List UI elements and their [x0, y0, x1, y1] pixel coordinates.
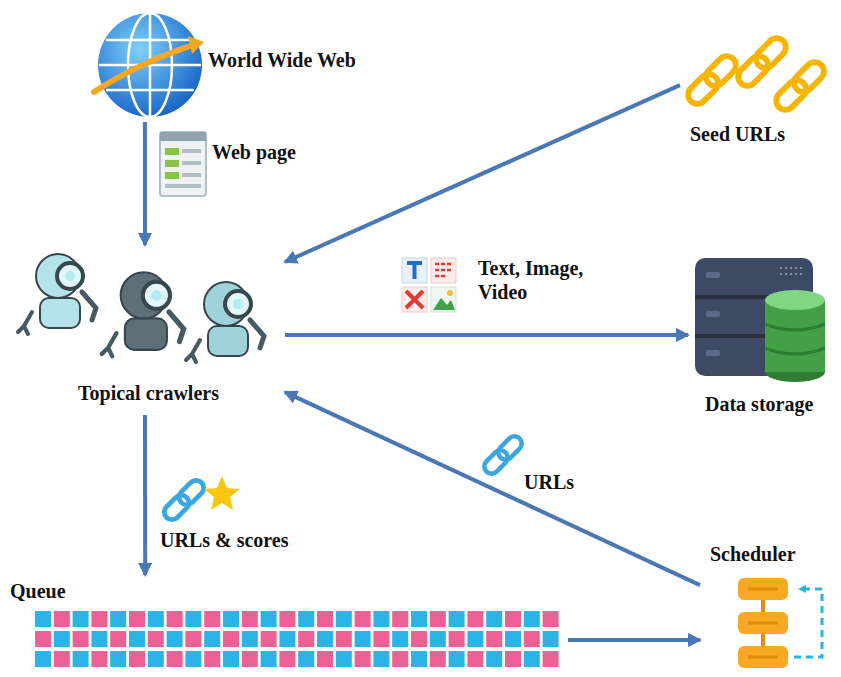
scheduler-box: Scheduler	[700, 538, 838, 674]
edge-label: URLs & scores	[158, 528, 291, 552]
globe-icon	[94, 13, 204, 117]
edge-label: Web page	[210, 140, 298, 164]
web-page-icon	[160, 132, 206, 196]
flow-arrow	[285, 392, 700, 585]
node-label: Scheduler	[710, 542, 796, 566]
storage-store: Data storage	[688, 255, 838, 425]
storage-icon	[695, 258, 825, 382]
node-label: Queue	[10, 579, 66, 603]
link-icon	[481, 433, 524, 476]
crawler-group: Topical crawlers	[12, 245, 285, 415]
link-star-icon	[161, 476, 240, 523]
flow-arrow	[143, 122, 147, 245]
node-label: World Wide Web	[208, 48, 356, 72]
web-source: World Wide Web	[95, 8, 365, 122]
seed-source: Seed URLs	[680, 30, 836, 150]
scheduler-icon	[738, 578, 822, 668]
edge-label: URLs	[522, 470, 576, 494]
node-label: Topical crawlers	[78, 381, 219, 405]
edge-label: Text, Image, Video	[476, 256, 608, 304]
crawler-robots	[18, 254, 264, 362]
media-icons	[402, 258, 456, 312]
queue-cells	[35, 611, 559, 667]
node-label: Seed URLs	[690, 122, 785, 146]
flow-arrow	[143, 415, 147, 575]
node-label: Data storage	[705, 392, 813, 416]
queue-box: Queue	[5, 575, 568, 674]
flow-arrow	[285, 333, 688, 337]
seed-chain-icon	[684, 34, 827, 113]
flow-arrow	[285, 85, 680, 262]
flow-arrow	[568, 638, 700, 642]
